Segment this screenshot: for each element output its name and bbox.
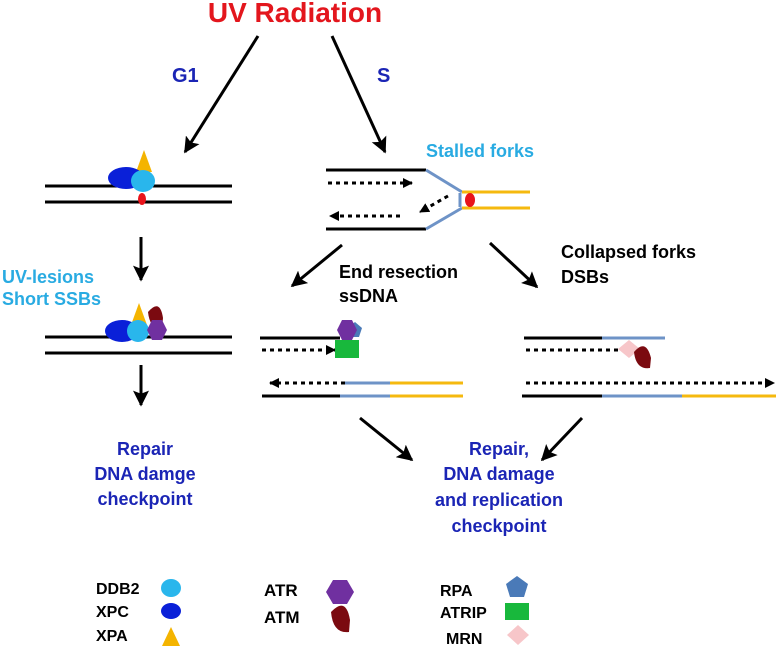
collapsed-forks-label: Collapsed forks	[561, 242, 696, 262]
legend-mrn-icon	[507, 625, 529, 645]
fork-lesion-mark	[465, 193, 475, 207]
ddb2-shape-2	[127, 320, 149, 342]
right-outcome-line4: checkpoint	[451, 516, 546, 536]
phase-label-g1: G1	[172, 65, 199, 87]
arrow-collapsed-to-repair	[540, 416, 584, 462]
left-outcome-line2: DNA damge	[94, 464, 195, 484]
phase-label-s: S	[377, 65, 390, 87]
right-outcome-line3: and replication	[435, 490, 563, 510]
legend-xpc-icon	[161, 603, 181, 619]
legend-ddb2-icon	[161, 579, 181, 597]
legend-atm-icon	[331, 605, 350, 633]
legend-atrip-label: ATRIP	[440, 605, 487, 622]
atrip-shape	[335, 340, 359, 358]
legend-xpc-label: XPC	[96, 604, 129, 621]
arrow-to-collapsed	[488, 241, 539, 289]
ddb2-shape	[131, 170, 155, 192]
collapsed-structure	[522, 336, 776, 398]
title: UV Radiation	[208, 0, 382, 28]
left-outcome-line1: Repair	[117, 439, 173, 459]
arrow-to-resection	[290, 243, 343, 288]
xpa-shape	[136, 150, 152, 172]
stalled-fork	[326, 168, 530, 231]
xpa-shape-2	[131, 303, 147, 325]
dsbs-label: DSBs	[561, 267, 609, 287]
ssdna-label: ssDNA	[339, 286, 398, 306]
left-outcome-line3: checkpoint	[97, 489, 192, 509]
g1-repair-complex	[45, 303, 232, 355]
atr-shape	[147, 320, 167, 340]
arrow-to-s	[330, 35, 387, 154]
legend-atr-icon	[326, 580, 354, 604]
arrow-resection-to-repair	[359, 416, 414, 462]
g1-dna-complex	[45, 150, 232, 205]
legend-mrn-label: MRN	[446, 631, 482, 648]
legend-atm-label: ATM	[264, 608, 300, 627]
right-outcome-line1: Repair,	[469, 439, 529, 459]
legend-xpa-label: XPA	[96, 628, 128, 645]
short-ssbs-label: Short SSBs	[2, 289, 101, 309]
atr-shape-2	[337, 320, 357, 340]
uv-lesions-label: UV-lesions	[2, 267, 94, 287]
legend-rpa-label: RPA	[440, 583, 473, 600]
legend-atr-label: ATR	[264, 581, 298, 600]
legend-ddb2-label: DDB2	[96, 581, 140, 598]
legend-xpa-icon	[162, 627, 180, 646]
legend-rpa-icon	[506, 576, 528, 597]
arrow-to-g1	[183, 35, 260, 154]
end-resection-label: End resection	[339, 262, 458, 282]
lesion-mark	[138, 193, 146, 205]
legend-atrip-icon	[505, 603, 529, 620]
resection-structure	[260, 320, 463, 398]
legend: DDB2 XPC XPA ATR ATM RPA ATRIP MRN	[96, 576, 529, 648]
atm-shape-2	[634, 346, 651, 369]
right-outcome-line2: DNA damage	[443, 464, 554, 484]
stalled-forks-label: Stalled forks	[426, 141, 534, 161]
